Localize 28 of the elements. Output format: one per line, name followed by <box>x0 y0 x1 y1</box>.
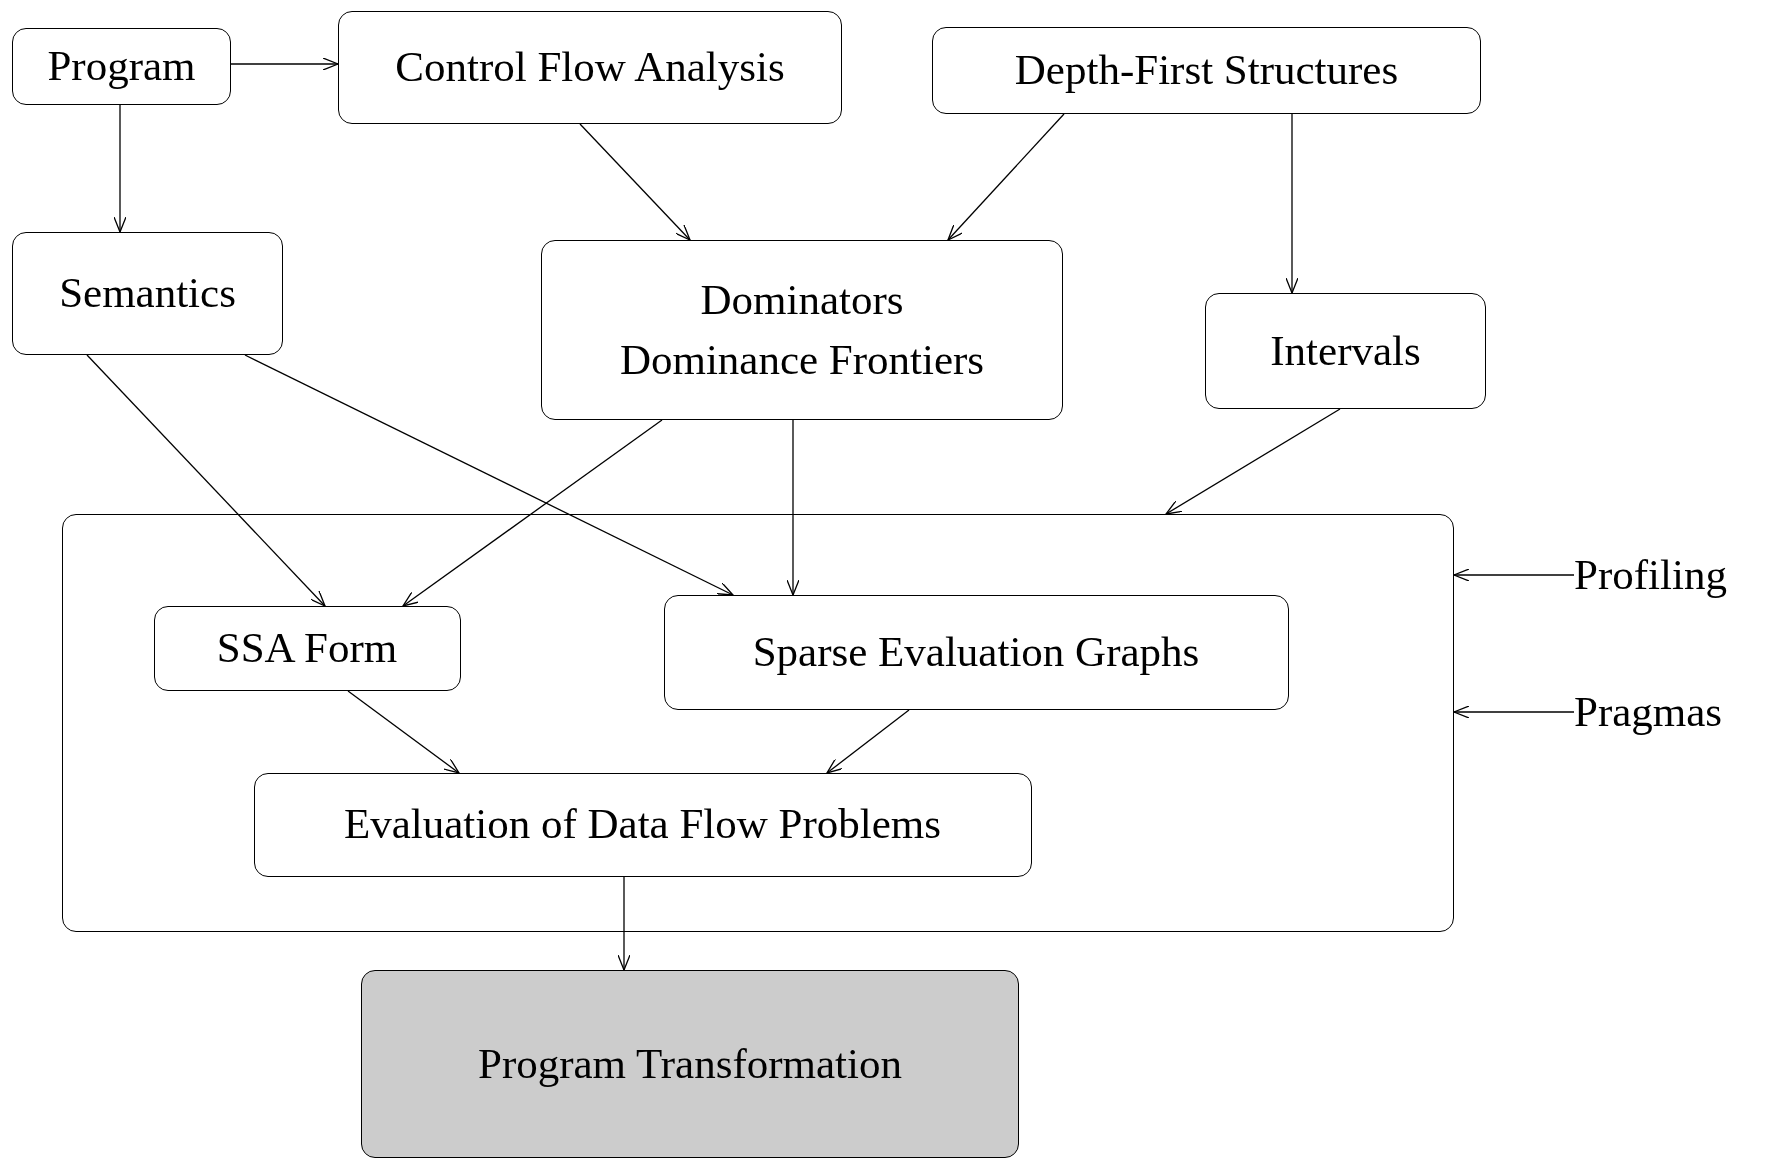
arrow <box>947 113 1065 241</box>
arrow <box>579 123 691 241</box>
arrow <box>786 419 800 596</box>
process-box: Program Transformation <box>361 970 1019 1158</box>
input-label: Pragmas <box>1574 682 1764 742</box>
process-box: SSA Form <box>153 605 461 691</box>
arrow <box>1165 408 1341 515</box>
arrow <box>1453 705 1575 719</box>
arrow <box>230 57 339 71</box>
process-box: Dominators Dominance Frontiers <box>541 240 1063 420</box>
process-box: Depth-First Structures <box>932 27 1481 114</box>
arrow <box>617 876 631 971</box>
arrow <box>402 419 663 607</box>
arrow <box>86 354 326 607</box>
process-box: Control Flow Analysis <box>338 11 842 124</box>
group-box <box>62 514 1454 932</box>
arrow <box>113 104 127 233</box>
process-box: Program <box>12 28 231 105</box>
arrow <box>244 354 734 596</box>
arrow <box>826 709 910 774</box>
arrow <box>1453 568 1575 582</box>
input-label: Profiling <box>1574 545 1764 605</box>
process-box: Intervals <box>1205 293 1486 409</box>
arrow <box>347 690 460 774</box>
arrow <box>1285 113 1299 294</box>
process-box: Semantics <box>12 232 283 355</box>
process-box: Sparse Evaluation Graphs <box>663 594 1289 710</box>
process-box: Evaluation of Data Flow Problems <box>253 772 1032 877</box>
